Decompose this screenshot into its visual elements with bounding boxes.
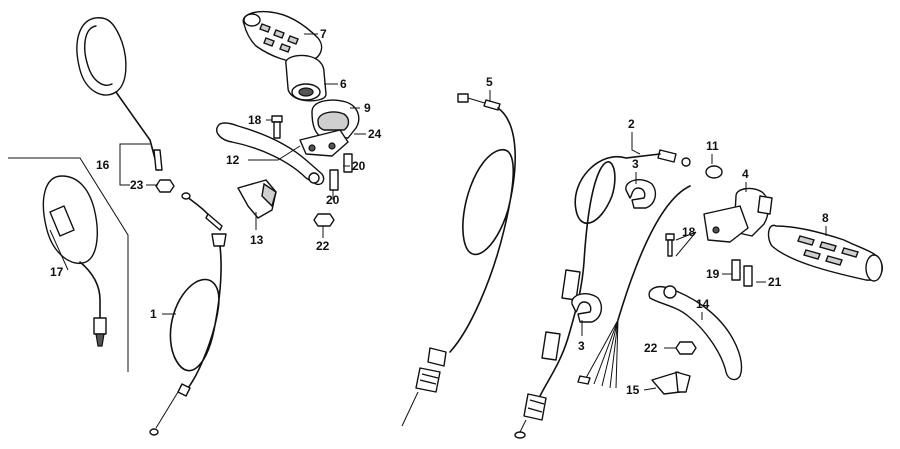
callout-7: 7	[320, 27, 327, 41]
throttle-housing[interactable]	[299, 99, 360, 157]
callout-15: 15	[626, 383, 640, 397]
lever-pivot-bracket[interactable]	[651, 371, 691, 395]
cap-11[interactable]	[705, 165, 723, 179]
callout-19: 19	[706, 267, 720, 281]
right-cable[interactable]	[514, 149, 691, 439]
callout-4: 4	[742, 167, 749, 181]
screw-19[interactable]	[731, 259, 741, 281]
screw-21[interactable]	[743, 265, 753, 287]
throttle-cable[interactable]	[401, 93, 516, 427]
callout-6: 6	[340, 77, 347, 91]
leader-lines	[49, 33, 827, 391]
callout-3-lower: 3	[578, 339, 585, 353]
callout-18-right: 18	[682, 225, 696, 239]
callout-12: 12	[226, 153, 240, 167]
callout-3-upper: 3	[632, 157, 639, 171]
wire-harness[interactable]	[577, 185, 691, 389]
screw-18-left[interactable]	[271, 115, 283, 139]
bolt-20-a[interactable]	[329, 169, 339, 191]
throttle-grip[interactable]	[242, 10, 323, 63]
clutch-lever[interactable]	[216, 122, 325, 186]
callout-labels: 7 6 9 24 18 12 20 20 13 22 16 23 17 1 5 …	[50, 27, 829, 397]
screw-18-right[interactable]	[665, 233, 675, 257]
nut-22-right[interactable]	[675, 341, 697, 355]
cable-clip-upper[interactable]	[625, 179, 657, 209]
switch-housing[interactable]	[703, 187, 773, 243]
callout-23: 23	[130, 178, 144, 192]
callout-14: 14	[696, 297, 710, 311]
mirror-upper[interactable]	[76, 17, 163, 171]
callout-21: 21	[768, 275, 782, 289]
nut-22-left[interactable]	[313, 213, 335, 227]
callout-5: 5	[486, 75, 493, 89]
callout-2: 2	[628, 117, 635, 131]
callout-18-left: 18	[248, 113, 262, 127]
callout-17: 17	[50, 265, 64, 279]
callout-22-right: 22	[644, 341, 658, 355]
right-grip[interactable]	[767, 224, 884, 282]
clutch-lever-holder[interactable]	[237, 179, 277, 219]
mirror-lower[interactable]	[42, 175, 107, 347]
cable-clip-lower[interactable]	[571, 293, 603, 323]
throttle-pipe[interactable]	[285, 54, 327, 102]
callout-11: 11	[706, 139, 719, 153]
callout-20-lower: 20	[326, 193, 340, 207]
callout-13: 13	[250, 233, 264, 247]
callout-1: 1	[150, 307, 157, 321]
bolt-20-b[interactable]	[343, 153, 353, 173]
clutch-cable[interactable]	[149, 192, 227, 436]
callout-24: 24	[368, 127, 382, 141]
mirror-upper-nut[interactable]	[155, 179, 175, 193]
right-lever[interactable]	[648, 285, 743, 381]
callout-16: 16	[96, 158, 110, 172]
callout-20-right: 20	[352, 159, 366, 173]
callout-22-left: 22	[316, 239, 330, 253]
callout-9: 9	[364, 101, 371, 115]
callout-8: 8	[822, 211, 829, 225]
section-divider	[8, 157, 129, 372]
